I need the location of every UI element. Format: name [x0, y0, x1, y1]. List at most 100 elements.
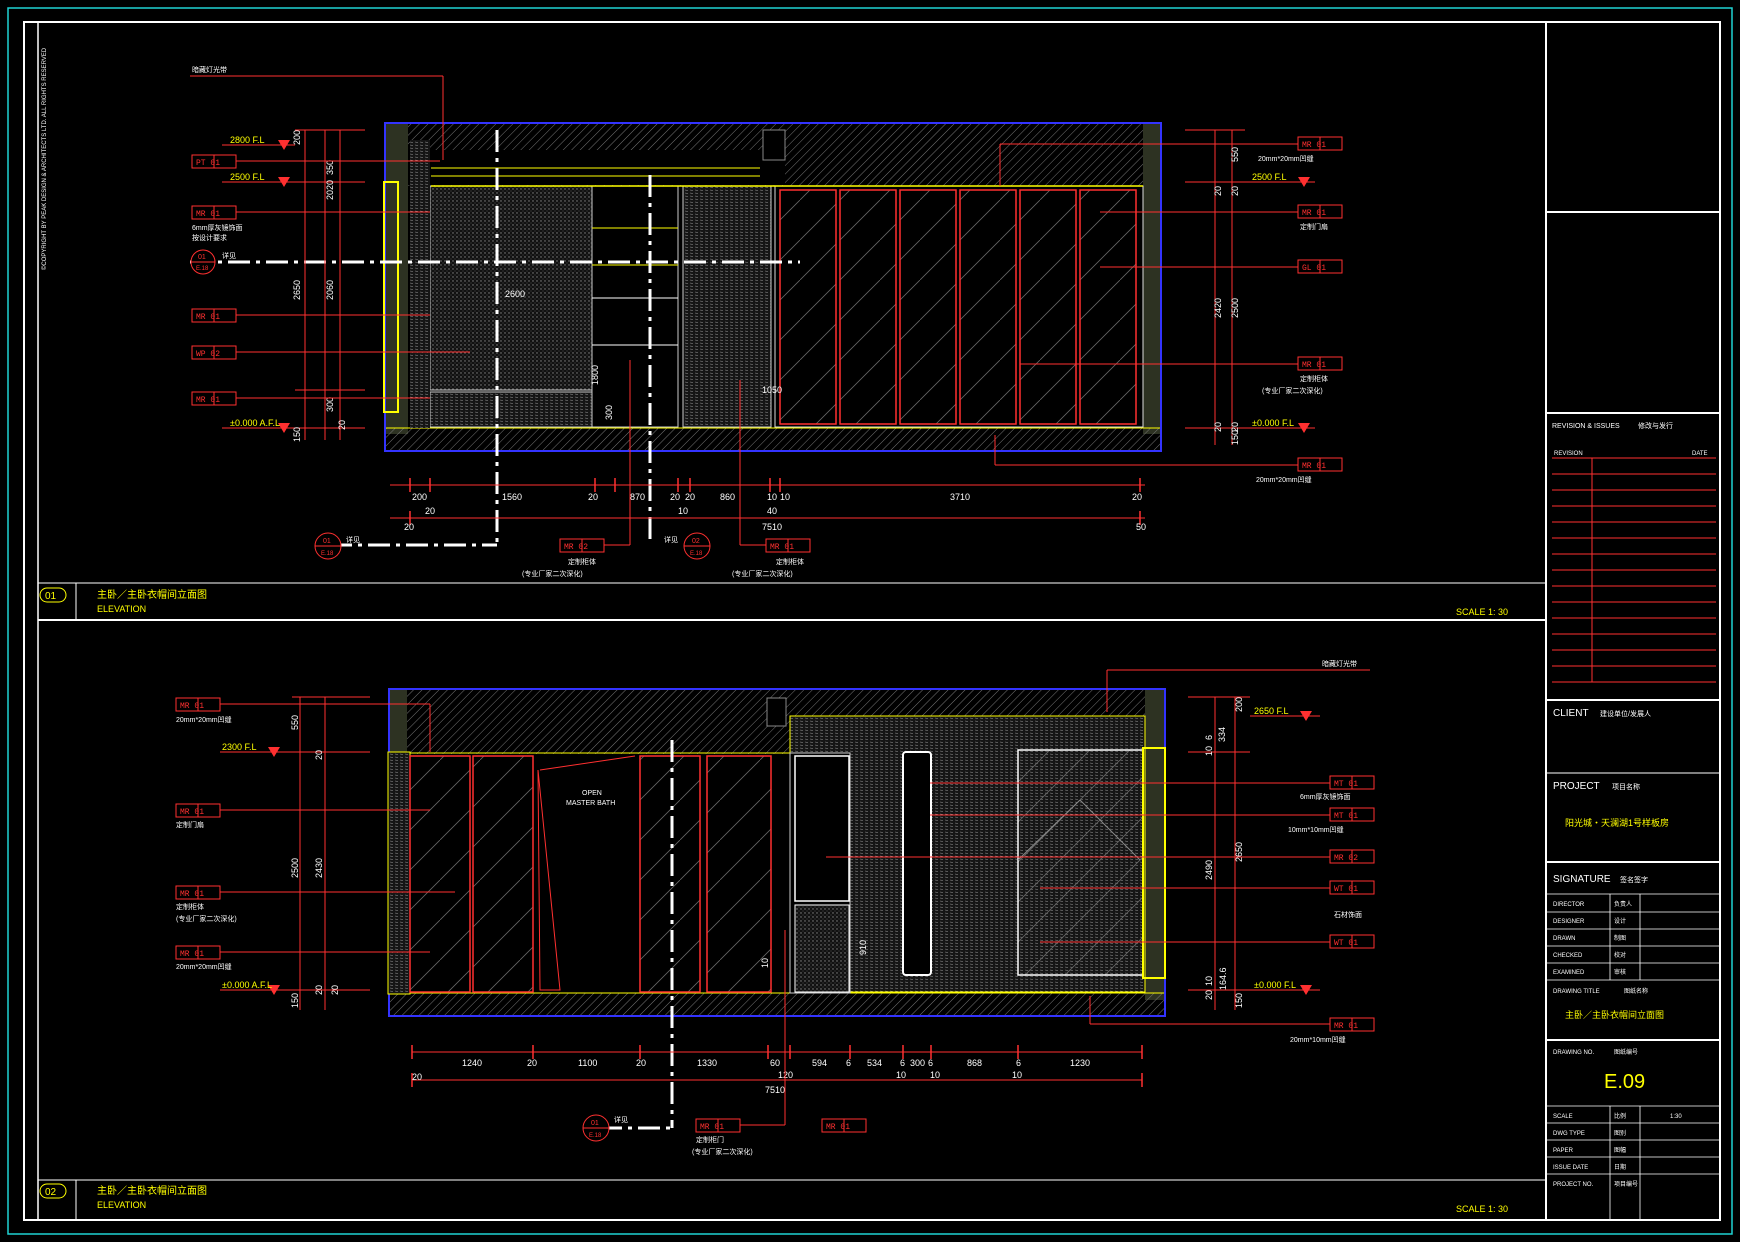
- title-block-meta-1-cn: 图别: [1614, 1129, 1626, 1137]
- view1-left-dims-1: 350: [325, 160, 335, 175]
- view1-bottom-dims-row1-6: 860: [720, 492, 735, 502]
- title-block-rows-3-cn: 校对: [1614, 951, 1626, 959]
- view1-left-dims-4: 2060: [325, 280, 335, 300]
- rect-shape: [407, 698, 767, 753]
- title-block-meta-3-cn: 日期: [1614, 1163, 1626, 1171]
- view2-tags-left-0-code: MR 01: [180, 702, 204, 711]
- title-block-meta-1-label: DWG TYPE: [1553, 1131, 1585, 1137]
- view1-bottom-dims-row1-1: 1560: [502, 492, 522, 502]
- view1-ref-bottom1-top: 01: [323, 538, 331, 545]
- rect-shape: [386, 428, 1160, 450]
- tag-pt01: PT 01: [191, 154, 440, 169]
- title-block: REVISION & ISSUES 修改与发行 REVISION DATE CL…: [1546, 211, 1720, 1220]
- polygon-shape: [278, 177, 290, 187]
- project-name: 阳光城・天澜湖1号样板房: [1565, 817, 1669, 828]
- view2-left-dims-6: 20: [330, 985, 340, 995]
- view2-tags-left-2-note: 定制柜体: [176, 902, 204, 911]
- view-subtitle: ELEVATION: [97, 1200, 146, 1210]
- view2-bottom-dims-row2-1: 120: [778, 1070, 793, 1080]
- drawing-title: 主卧／主卧衣帽间立面图: [1565, 1009, 1664, 1020]
- view1-left-dims-2: 20: [325, 180, 335, 190]
- view-subtitle: ELEVATION: [97, 604, 146, 614]
- g-shape: SCALE 比例 1:30 DWG TYPE 图别 PAPER 图幅 ISSUE…: [1553, 1112, 1682, 1188]
- wardrobe-doors-v1: [779, 189, 1137, 425]
- view1-right-dims-7: 150: [1230, 430, 1240, 445]
- view2-bottom-dims-row1-8: 534: [867, 1058, 882, 1068]
- rect-shape: [1145, 690, 1164, 1000]
- ref-bubble-left: 01 E.18 详见: [190, 249, 236, 275]
- title-block-meta-4-cn: 项目编号: [1614, 1180, 1638, 1188]
- level-markers-v2: 2300 F.L ±0.000 A.F.L 2650 F.L ±0.000 F.…: [220, 706, 1320, 995]
- view2-bottom-dims-row1-9: 6: [900, 1058, 905, 1068]
- view2-levels-r0: ±0.000 F.L: [1254, 980, 1296, 990]
- rect-shape: [639, 755, 701, 993]
- view-scale: SCALE 1: 30: [1456, 1204, 1508, 1214]
- view1-levels-l2800: 2800 F.L: [230, 135, 265, 145]
- title-block-rows-0-cn: 负责人: [1614, 900, 1632, 908]
- line-shape: [1017, 799, 1081, 861]
- title-block-drawing-title-cn: 图纸名称: [1624, 987, 1648, 995]
- view1-tags-right-3-note: 定制柜体: [1300, 374, 1328, 383]
- title-block-rows-0-label: DIRECTOR: [1553, 902, 1585, 908]
- title-block-rows-3-label: CHECKED: [1553, 953, 1583, 959]
- view1-top-label: 暗藏灯光带: [192, 65, 227, 74]
- view-title: 主卧／主卧衣帽间立面图: [97, 1184, 207, 1197]
- view1-right-dims-1: 20: [1213, 186, 1223, 196]
- view2-ref-bottom-label: 详见: [614, 1115, 628, 1124]
- g-shape: MR 01 20mm*20mm凹缝: [175, 697, 431, 752]
- view1-inner-dims-3: 1050: [762, 385, 782, 395]
- view-scale: SCALE 1: 30: [1456, 607, 1508, 617]
- view2-tags-left-3-code: MR 01: [180, 950, 204, 959]
- title-block-meta-2-cn: 图幅: [1614, 1146, 1626, 1154]
- view2-tags-right-1-code: MT 01: [1334, 812, 1358, 821]
- polygon-shape: [278, 140, 290, 150]
- view1-levels-l2500: 2500 F.L: [230, 172, 265, 182]
- view2-tags-right-1-note: 10mm*10mm凹缝: [1288, 825, 1344, 834]
- drawing-number: E.09: [1604, 1071, 1645, 1093]
- view2-bottom-dims-row2-5: 7510: [765, 1085, 785, 1095]
- title-block-signature-cn: 签名签字: [1620, 875, 1648, 884]
- title-block-signature-label: SIGNATURE: [1553, 874, 1611, 885]
- view2-inner-dims-1: 10: [760, 958, 770, 968]
- view1-tags-right-1-note: 定制门扇: [1300, 222, 1328, 231]
- view2-right-dims-4: 2490: [1204, 860, 1214, 880]
- g-shape: MR 01 20mm*10mm凹缝: [1089, 996, 1375, 1044]
- view1-bottom-dims-row2-4: 50: [1136, 522, 1146, 532]
- view1-tags-left-4-code: MR 01: [196, 396, 220, 405]
- view1-bottom-dims-row2-2: 10: [678, 506, 688, 516]
- polygon-shape: [537, 769, 561, 991]
- view2-tags-right-3-note: 石材饰面: [1334, 910, 1362, 919]
- view1-tags-right-0-code: MR 01: [1302, 141, 1326, 150]
- view2-left-dims-1: 20: [314, 750, 324, 760]
- view1-tags-left-2-code: MR 01: [196, 313, 220, 322]
- level-markers-v1: 2800 F.L 2500 F.L ±0.000 A.F.L 2500 F.L …: [222, 135, 1315, 433]
- g-shape: MR 01 20mm*20mm凹缝: [999, 136, 1343, 186]
- title-block-meta-4-label: PROJECT NO.: [1553, 1182, 1594, 1188]
- view2-bottom-dims-row1-10: 300: [910, 1058, 925, 1068]
- sheet-border: [23, 21, 1721, 1221]
- view1-bottom-tags-1-code: MR 01: [770, 543, 794, 552]
- material-tags-v1-left: PT 01 MR 01 6mm厚灰镜饰面 按设计要求 MR 01 W: [190, 154, 470, 406]
- view2-right-dims-6: 10: [1204, 976, 1214, 986]
- view1-bottom-dims-row1-0: 200: [412, 492, 427, 502]
- material-tags-v2-right: MT 01 6mm厚灰镜饰面 MT 01 10mm*10mm凹缝 MR 02: [826, 775, 1375, 1044]
- view1-left-dims-0: 200: [292, 130, 302, 145]
- title-block-client-cn: 建设单位/发展人: [1600, 709, 1651, 718]
- view1-inner-dims-2: 300: [604, 405, 614, 420]
- g-shape: MT 01 6mm厚灰镜饰面: [930, 775, 1375, 801]
- title-block-drawing-title-label: DRAWING TITLE: [1553, 989, 1600, 995]
- view2-left-dims-0: 550: [290, 715, 300, 730]
- rect-shape: [1143, 124, 1160, 434]
- rect-shape: [706, 755, 772, 993]
- rect-shape: [390, 690, 407, 752]
- view2-tags-left-2-code: MR 01: [180, 890, 204, 899]
- view-title: 主卧／主卧衣帽间立面图: [97, 588, 207, 601]
- view2-right-dims-2: 334: [1217, 727, 1227, 742]
- material-tags-v2-bottom: MR 01 定制柜门 (专业厂家二次深化) MR 01 01 E.18 详见: [582, 930, 867, 1156]
- title-block-rows-1-cn: 设计: [1614, 917, 1626, 925]
- view2-tags-left-3-note: 20mm*20mm凹缝: [176, 962, 232, 971]
- view1-tags-right-4-note: 20mm*20mm凹缝: [1256, 475, 1312, 484]
- view2-right-dims-9: 150: [1234, 993, 1244, 1008]
- rect-shape: [1079, 189, 1137, 425]
